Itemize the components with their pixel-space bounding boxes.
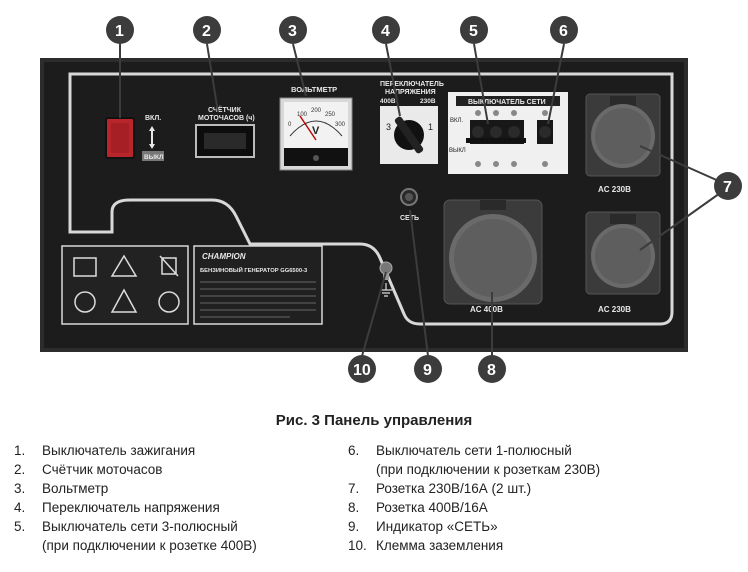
callout-9: 9 [414, 355, 442, 383]
voltmeter-scale-100: 100 [297, 112, 308, 118]
legend-item-9: 9.Индикатор «СЕТЬ» [348, 519, 498, 534]
svg-text:6: 6 [559, 23, 568, 40]
socket-230v-top[interactable] [585, 93, 661, 177]
legend-item-4: 4.Переключатель напряжения [14, 500, 220, 515]
legend-item-6: 6.Выключатель сети 1-полюсный [348, 443, 572, 458]
voltmeter-scale-200: 200 [311, 108, 322, 114]
ignition-on-label: ВКЛ. [145, 115, 161, 122]
legend-item-5-cont: (при подключении к розетке 400В) [42, 538, 257, 553]
breaker-label-bar [456, 96, 560, 106]
svg-text:8: 8 [487, 362, 496, 379]
legend-item-1: 1.Выключатель зажигания [14, 443, 196, 458]
callout-4: 4 [372, 16, 400, 44]
panel-contour-line [68, 72, 674, 326]
voltmeter-label: ВОЛЬТМЕТР [291, 85, 337, 94]
indicator-label: СЕТЬ [400, 215, 419, 222]
callout-8: 8 [478, 355, 506, 383]
legend-item-3: 3.Вольтметр [14, 481, 109, 496]
svg-text:1: 1 [115, 23, 124, 40]
voltmeter-scale-0: 0 [288, 122, 292, 128]
ignition-off-tag [142, 151, 164, 161]
legend-left: 1.Выключатель зажигания 2.Счётчик моточа… [14, 441, 257, 555]
selector-label-1: ПЕРЕКЛЮЧАТЕЛЬ [380, 81, 444, 88]
socket-230v-bottom-label: AC 230В [598, 305, 631, 314]
callout-leaders [119, 43, 731, 357]
model-label: БЕНЗИНОВЫЙ ГЕНЕРАТОР GG6500-3 [200, 266, 308, 274]
voltmeter-dial [284, 102, 348, 148]
socket-230v-top-label: AC 230В [598, 185, 631, 194]
legend-item-7: 7.Розетка 230В/16А (2 шт.) [348, 481, 532, 496]
callout-3: 3 [279, 16, 307, 44]
selector-pos-3: 3 [386, 122, 391, 132]
legend-item-8: 8.Розетка 400В/16А [348, 500, 488, 515]
callout-2: 2 [193, 16, 221, 44]
selector-label-2: НАПРЯЖЕНИЯ [385, 89, 436, 96]
legend-item-2: 2.Счётчик моточасов [14, 462, 163, 477]
selector-left-label: 400В [380, 98, 396, 105]
svg-text:4: 4 [381, 23, 390, 40]
callout-10: 10 [348, 355, 376, 383]
voltmeter-unit: V [312, 125, 320, 137]
breaker-on-label: ВКЛ. [450, 118, 463, 124]
hour-meter-label-1: СЧЁТЧИК [208, 106, 242, 114]
ignition-off-label: ВЫКЛ [144, 154, 164, 161]
three-pole-breaker[interactable] [466, 120, 526, 144]
legend-right: 6.Выключатель сети 1-полюсный (при подкл… [348, 441, 600, 555]
hour-meter-display [204, 133, 246, 149]
svg-text:2: 2 [202, 23, 211, 40]
figure-title: Рис. 3 Панель управления [275, 412, 473, 429]
socket-230v-bottom[interactable] [585, 211, 661, 295]
legend-item-5: 5.Выключатель сети 3-полюсный [14, 519, 238, 534]
brand-logo: CHAMPION [202, 252, 246, 261]
hour-meter-label-2: МОТОЧАСОВ (ч) [198, 115, 255, 122]
single-pole-breaker[interactable] [537, 120, 553, 144]
ground-icon [380, 283, 392, 297]
legend-item-10: 10.Клемма заземления [348, 538, 504, 553]
callout-1: 1 [106, 16, 134, 44]
spec-lines [200, 281, 316, 318]
callout-7: 7 [714, 172, 742, 200]
selector-right-label: 230В [420, 98, 436, 105]
ground-terminal-stud [383, 274, 389, 280]
svg-text:10: 10 [353, 362, 371, 379]
callout-5: 5 [460, 16, 488, 44]
voltmeter-needle [299, 115, 317, 141]
voltage-selector-handle [394, 116, 424, 154]
voltmeter-scale-250: 250 [325, 112, 336, 118]
voltmeter-zero-screw [313, 155, 319, 161]
socket-400v[interactable] [443, 199, 543, 305]
spec-plate [193, 245, 323, 325]
warning-icons [73, 254, 180, 313]
socket-400v-label: AC 400В [470, 305, 503, 314]
callout-6: 6 [550, 16, 578, 44]
breaker-off-label: ВЫКЛ [449, 148, 466, 154]
breaker-label: ВЫКЛЮЧАТЕЛЬ СЕТИ [468, 99, 546, 106]
breaker-screws [475, 110, 548, 167]
voltmeter-scale-300: 300 [335, 122, 346, 128]
network-indicator-lamp [405, 193, 413, 201]
selector-pos-1: 1 [428, 122, 433, 132]
svg-text:7: 7 [723, 179, 732, 196]
ignition-arrow-icon [149, 126, 155, 149]
svg-text:5: 5 [469, 23, 478, 40]
ignition-switch-rocker [111, 123, 129, 153]
svg-text:9: 9 [423, 362, 432, 379]
voltmeter-scale-arc [289, 120, 343, 137]
legend-item-6-cont: (при подключении к розеткам 230В) [376, 462, 601, 477]
svg-text:3: 3 [288, 23, 297, 40]
